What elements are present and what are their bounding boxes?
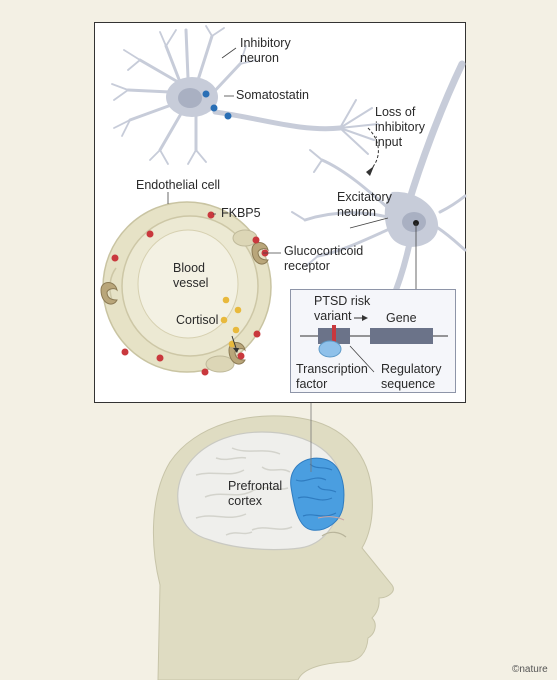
arrow-head (362, 315, 368, 321)
somatostatin-dot (210, 104, 218, 112)
label-ptsd-risk-variant: PTSD risk variant (314, 294, 371, 323)
face-features (317, 516, 347, 538)
transcription-factor-shape (318, 340, 342, 358)
ptsd-risk-variant-mark (332, 325, 336, 347)
label-endothelial-cell: Endothelial cell (136, 178, 221, 192)
label-fkbp5: FKBP5 (221, 206, 261, 220)
regulatory-leader-line (349, 345, 375, 373)
label-cortisol: Cortisol (176, 313, 219, 327)
loss-of-input-arrow (367, 127, 379, 169)
glucocorticoid-receptor-shape (100, 242, 269, 365)
label-blood-vessel: Blood vessel (173, 261, 209, 290)
label-inhibitory-neuron: Inhibitory neuron (240, 36, 291, 65)
blood-vessel-lumen (137, 229, 239, 339)
label-transcription-factor: Transcription factor (296, 362, 368, 391)
arrow-head (366, 166, 374, 176)
label-somatostatin: Somatostatin (236, 88, 309, 102)
label-prefrontal-cortex: Prefrontal cortex (228, 479, 283, 508)
label-excitatory-neuron: Excitatory neuron (337, 190, 392, 219)
arrow-head (233, 348, 239, 353)
label-gene: Gene (386, 311, 417, 325)
cortisol-molecules (220, 296, 242, 348)
label-loss-of-input: Loss of inhibitory input (375, 105, 426, 149)
somatostatin-dot (202, 90, 210, 98)
label-glucocorticoid-receptor: Glucocorticoid receptor (284, 244, 364, 273)
prefrontal-cortex-region (290, 457, 345, 531)
fkbp5-proteins (111, 211, 269, 376)
leader-lines (167, 47, 389, 254)
endothelial-nucleus (205, 355, 235, 373)
publisher-credit: ©nature (512, 664, 548, 675)
inhibitory-nucleus (178, 88, 202, 108)
gene-block (370, 328, 433, 344)
somatostatin-dot (224, 112, 232, 120)
cortisol-arrow (231, 335, 237, 349)
label-regulatory-sequence: Regulatory sequence (381, 362, 442, 391)
